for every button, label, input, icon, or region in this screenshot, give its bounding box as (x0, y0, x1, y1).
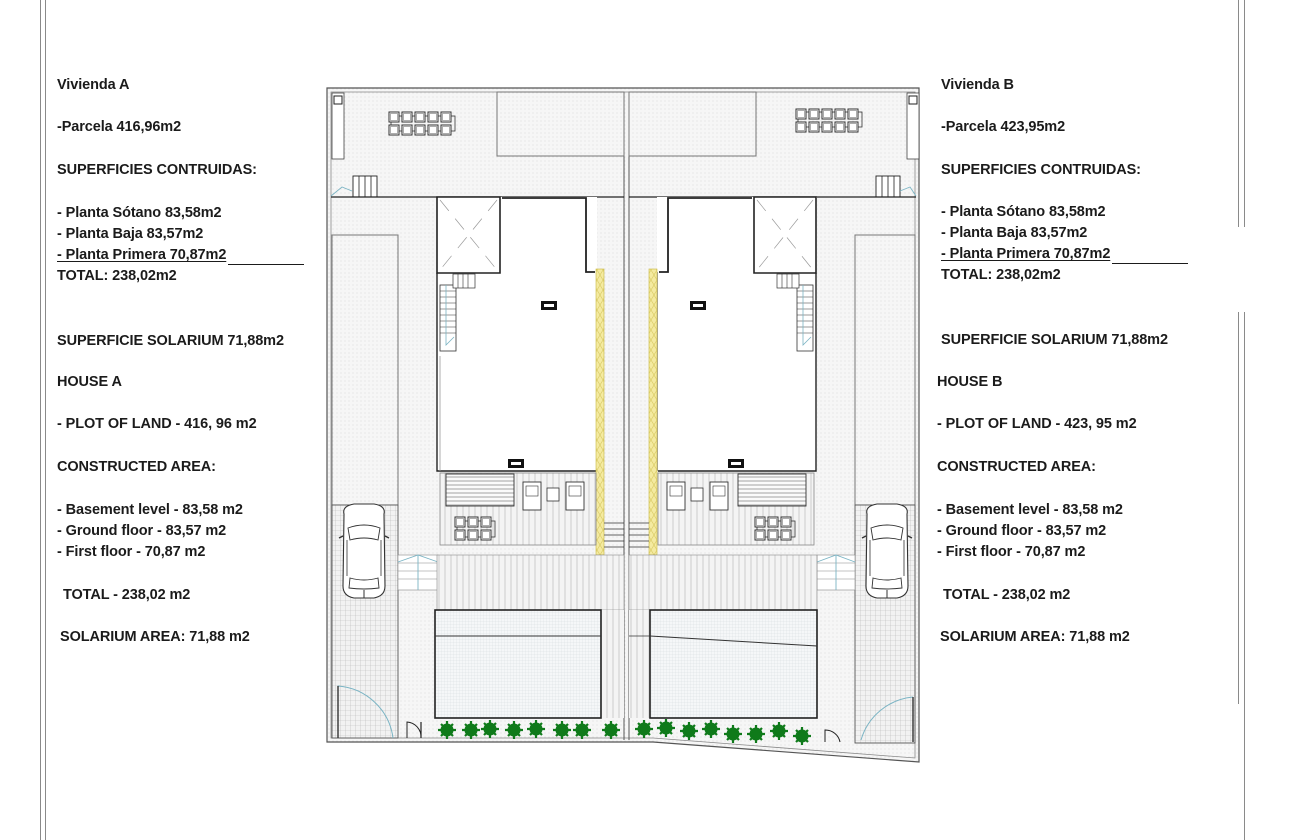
right-border-inner (1244, 0, 1245, 227)
house-a-basement-en: - Basement level - 83,58 m2 (57, 502, 243, 518)
house-b-title-es: Vivienda B (941, 77, 1014, 93)
house-a-plot-es: -Parcela 416,96m2 (57, 119, 182, 135)
house-a-solarium-es: SUPERFICIE SOLARIUM 71,88m2 (57, 333, 284, 349)
house-b-total-es: TOTAL: 238,02m2 (941, 267, 1061, 283)
house-b-total-en: TOTAL - 238,02 m2 (943, 587, 1071, 603)
house-b-plot-en: - PLOT OF LAND - 423, 95 m2 (937, 416, 1137, 432)
house-a-built-heading-es: SUPERFICIES CONTRUIDAS: (57, 162, 257, 178)
house-a-title-en: HOUSE A (57, 374, 122, 390)
house-b-plan (628, 91, 920, 747)
house-b-plot-es: -Parcela 423,95m2 (941, 119, 1066, 135)
right-border-outer (1238, 0, 1239, 227)
house-a-first-es: - Planta Primera 70,87m2 (57, 247, 227, 263)
house-b-title-en: HOUSE B (937, 374, 1003, 390)
house-b-solarium-es: SUPERFICIE SOLARIUM 71,88m2 (941, 332, 1168, 348)
house-a-total-rule (228, 264, 304, 265)
house-a-basement-es: - Planta Sótano 83,58m2 (57, 205, 222, 221)
house-a-total-es: TOTAL: 238,02m2 (57, 268, 177, 284)
house-b-built-heading-es: SUPERFICIES CONTRUIDAS: (941, 162, 1141, 178)
right-border-inner-lower (1244, 312, 1245, 840)
site-floor-plan (326, 87, 920, 763)
house-a-ground-en: - Ground floor - 83,57 m2 (57, 523, 227, 539)
house-b-built-heading-en: CONSTRUCTED AREA: (937, 459, 1096, 475)
right-border-outer-lower (1238, 312, 1239, 704)
house-b-basement-en: - Basement level - 83,58 m2 (937, 502, 1123, 518)
house-a-built-heading-en: CONSTRUCTED AREA: (57, 459, 216, 475)
left-border-outer (40, 0, 41, 840)
house-a-first-en: - First floor - 70,87 m2 (57, 544, 206, 560)
house-b-ground-es: - Planta Baja 83,57m2 (941, 225, 1088, 241)
house-b-first-es: - Planta Primera 70,87m2 (941, 246, 1111, 262)
house-b-basement-es: - Planta Sótano 83,58m2 (941, 204, 1106, 220)
house-a-ground-es: - Planta Baja 83,57m2 (57, 226, 204, 242)
house-b-ground-en: - Ground floor - 83,57 m2 (937, 523, 1107, 539)
house-b-first-en: - First floor - 70,87 m2 (937, 544, 1086, 560)
house-a-plot-en: - PLOT OF LAND - 416, 96 m2 (57, 416, 257, 432)
house-a-plan (330, 91, 625, 741)
house-b-solarium-en: SOLARIUM AREA: 71,88 m2 (940, 629, 1130, 645)
house-a-solarium-en: SOLARIUM AREA: 71,88 m2 (60, 629, 250, 645)
house-a-title-es: Vivienda A (57, 77, 130, 93)
house-b-total-rule (1112, 263, 1188, 264)
left-border-inner (45, 0, 46, 840)
house-a-total-en: TOTAL - 238,02 m2 (63, 587, 191, 603)
